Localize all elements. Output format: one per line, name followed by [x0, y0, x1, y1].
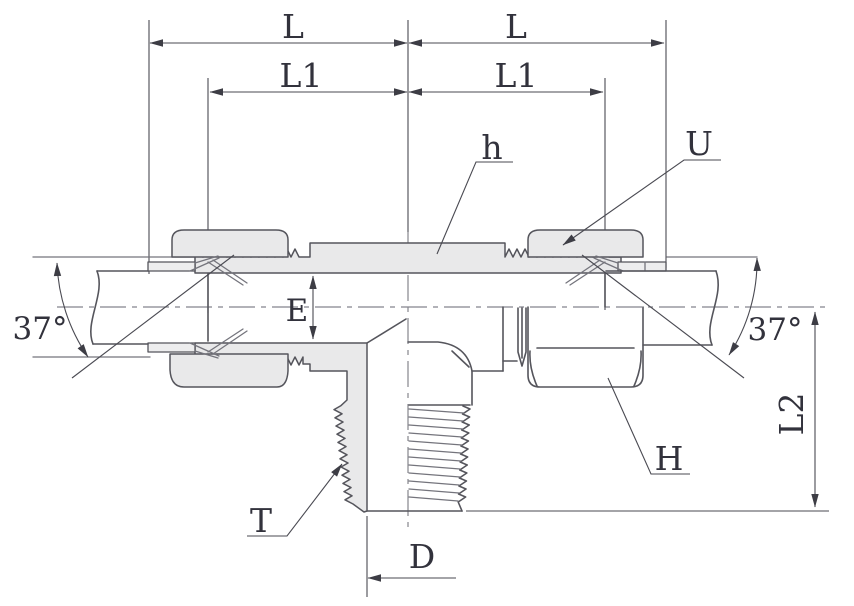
tube-left-break [90, 270, 100, 345]
centerlines [57, 232, 830, 532]
sleeve-top-right [617, 261, 667, 272]
branch-chamfer-edge [451, 350, 470, 368]
dim-label-L1-right: L1 [495, 56, 538, 95]
sleeve-bottom-left [147, 342, 196, 353]
dim-label-T: T [250, 501, 272, 540]
extension-lines [148, 20, 829, 597]
branch-bore-cone [366, 318, 407, 344]
dim-label-E: E [286, 293, 309, 329]
leader-H [607, 377, 690, 475]
male-thread-helix-lines [408, 408, 465, 502]
leader-U [562, 159, 721, 246]
nut-bottom-left-section [169, 353, 289, 388]
sleeves [147, 255, 667, 359]
leader-h [436, 161, 513, 255]
dim-label-L1-left: L1 [280, 56, 323, 95]
nut-top-left-section [171, 229, 289, 258]
dimension-labels: L L L1 L1 h U E 37° 37° T D H L2 [13, 7, 811, 576]
dim-label-angle-right: 37° [748, 312, 803, 348]
hex-nut-outline [527, 306, 644, 388]
male-thread-crest [457, 405, 471, 512]
dimension-lines [149, 39, 819, 582]
tube-right-break [709, 270, 719, 346]
dim-label-L2: L2 [772, 393, 811, 436]
flare-cone-line-left [71, 254, 235, 379]
leader-T [247, 463, 343, 537]
sleeve-top-left [147, 261, 196, 272]
dim-label-angle-left: 37° [13, 311, 68, 347]
flare-cone-line-right [581, 254, 745, 379]
body-section [169, 229, 644, 513]
sleeve-nose-and-flare-lines [189, 255, 624, 359]
dim-label-H: H [655, 439, 684, 478]
sleeve-external-lines [517, 307, 527, 367]
flare-angle-construction [53, 254, 761, 379]
hex-nut-chamfer-right [633, 350, 642, 387]
branch-fillet [407, 341, 473, 406]
hex-nut-chamfer-left [529, 350, 538, 387]
external-view [366, 306, 644, 512]
dim-label-U: U [685, 124, 713, 163]
dim-label-D: D [409, 537, 435, 576]
tubes [90, 270, 719, 346]
nut-top-right-section [527, 229, 644, 258]
dim-label-L-left: L [282, 7, 304, 46]
angle-arc-left [53, 262, 89, 358]
dim-label-L-right: L [505, 7, 527, 46]
angle-arc-right [728, 257, 761, 356]
dim-label-h: h [481, 128, 502, 167]
